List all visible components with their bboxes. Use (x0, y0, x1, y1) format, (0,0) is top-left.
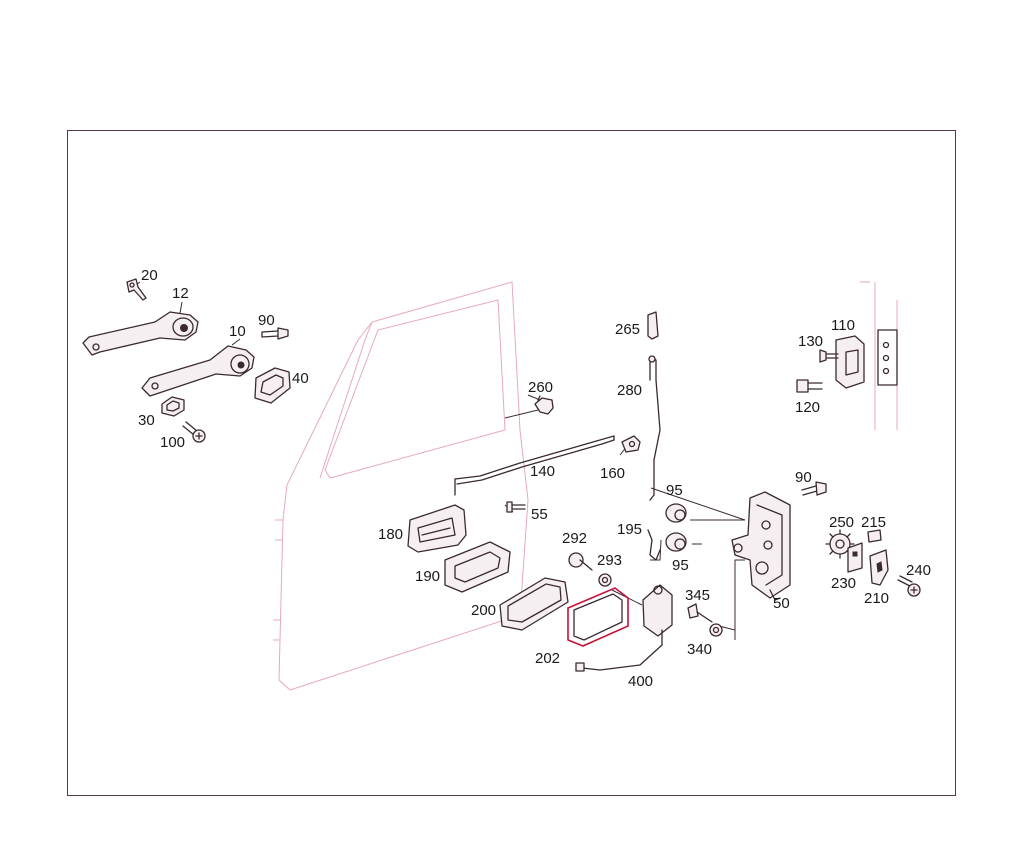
callout-95: 95 (672, 557, 689, 574)
part-110-striker (835, 335, 865, 389)
part-120-screw (796, 379, 823, 393)
part-340-washer (709, 623, 723, 637)
part-20-key (126, 278, 147, 301)
callout-180: 180 (378, 526, 403, 543)
part-230-plate (847, 542, 863, 573)
callout-90: 90 (258, 312, 275, 329)
part-95-bushing-upper (665, 503, 687, 523)
callout-292: 292 (562, 530, 587, 547)
callout-202: 202 (535, 650, 560, 667)
part-12-outer-handle (82, 311, 199, 356)
callout-345: 345 (685, 587, 710, 604)
callout-55: 55 (531, 506, 548, 523)
part-210-latch (869, 549, 889, 586)
part-250-gear (825, 529, 855, 559)
callout-340: 340 (687, 641, 712, 658)
part-202-seal (567, 587, 629, 647)
callout-215: 215 (861, 514, 886, 531)
callout-260: 260 (528, 379, 553, 396)
callout-160: 160 (600, 465, 625, 482)
part-130-screw (819, 349, 839, 363)
door-outline (273, 281, 898, 691)
part-55-screw (506, 501, 526, 513)
part-160-clip (621, 435, 641, 453)
part-190-bezel (444, 541, 511, 593)
part-40-gasket (254, 367, 291, 404)
part-293-washer (598, 573, 612, 587)
callout-95: 95 (666, 482, 683, 499)
part-292-screw (568, 552, 593, 571)
part-265-lock-knob (647, 311, 659, 340)
callout-210: 210 (864, 590, 889, 607)
callout-10: 10 (229, 323, 246, 340)
callout-30: 30 (138, 412, 155, 429)
callout-40: 40 (292, 370, 309, 387)
callout-240: 240 (906, 562, 931, 579)
callout-230: 230 (831, 575, 856, 592)
callout-200: 200 (471, 602, 496, 619)
part-90-screw-right (801, 481, 827, 496)
part-50-door-lock (731, 491, 791, 601)
part-280-rod (648, 355, 661, 501)
part-195-link (647, 529, 661, 561)
callout-20: 20 (141, 267, 158, 284)
part-215-clip (867, 529, 882, 543)
part-200-seal (499, 577, 569, 631)
callout-100: 100 (160, 434, 185, 451)
callout-110: 110 (831, 317, 855, 334)
part-240-screw (897, 575, 921, 597)
part-260-clip (534, 395, 554, 415)
callout-400: 400 (628, 673, 653, 690)
callout-190: 190 (415, 568, 440, 585)
diagram-frame (67, 130, 956, 796)
part-95-bushing-lower (665, 532, 687, 552)
callout-250: 250 (829, 514, 854, 531)
callout-12: 12 (172, 285, 189, 302)
part-90-screw (261, 327, 289, 340)
callout-50: 50 (773, 595, 790, 612)
part-345-screw (687, 603, 713, 623)
part-140-rod (454, 435, 615, 496)
callout-265: 265 (615, 321, 640, 338)
callout-280: 280 (617, 382, 642, 399)
part-110-hinge-plate (877, 329, 898, 386)
callout-140: 140 (530, 463, 555, 480)
callout-120: 120 (795, 399, 820, 416)
callout-90: 90 (795, 469, 812, 486)
callout-195: 195 (617, 521, 642, 538)
callout-293: 293 (597, 552, 622, 569)
part-30-gasket (161, 396, 185, 417)
callout-labels: 20 12 10 90 40 30 100 260 265 280 140 16… (138, 267, 931, 690)
part-10-outer-handle (141, 345, 255, 397)
part-100-screw (182, 421, 206, 443)
part-180-inner-handle (407, 504, 467, 553)
part-400-actuator (575, 584, 673, 672)
callout-130: 130 (798, 333, 823, 350)
